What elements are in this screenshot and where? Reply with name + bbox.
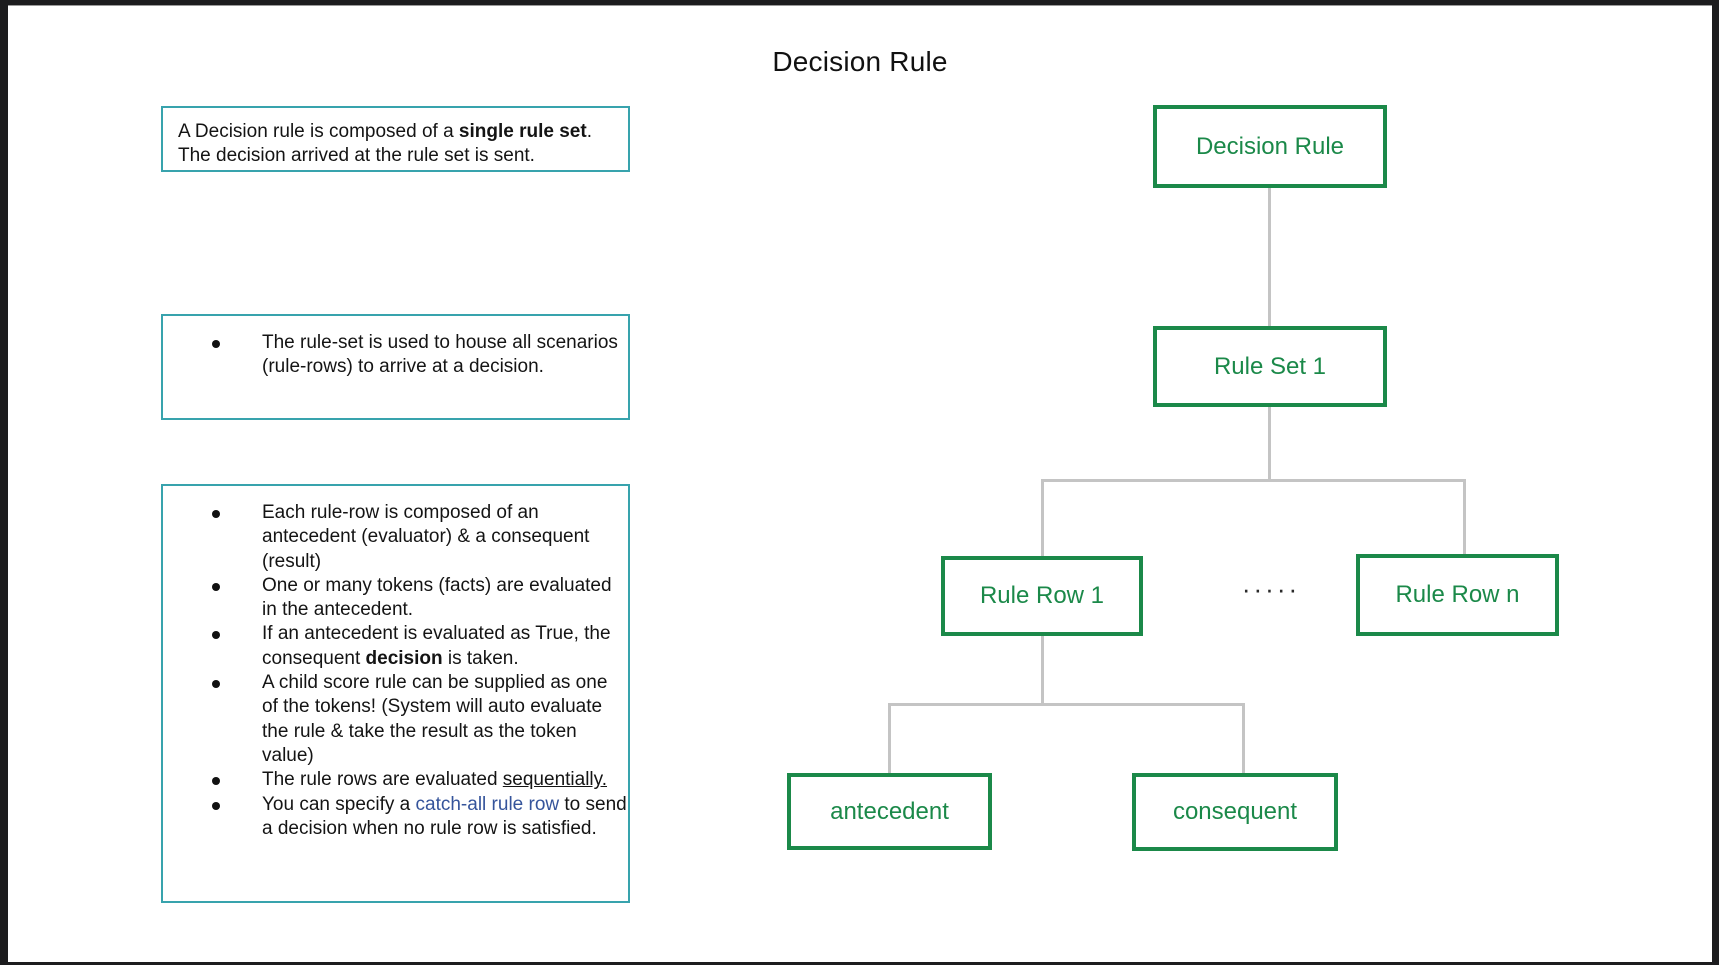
bullet-icon	[163, 331, 262, 355]
text-segment: The rule rows are evaluated	[262, 769, 503, 791]
list-item: The rule rows are evaluated sequentially…	[163, 768, 628, 792]
connector-ruleset-stem	[1268, 407, 1271, 482]
text-segment: A Decision rule is composed of a	[178, 121, 459, 142]
node-label: Rule Set 1	[1213, 352, 1327, 380]
connector-rulerow1-split	[888, 703, 1245, 706]
note-paragraph: A Decision rule is composed of a single …	[178, 120, 608, 169]
list-item: The rule-set is used to house all scenar…	[163, 331, 628, 380]
node-rule-set-1: Rule Set 1	[1153, 326, 1387, 407]
bullet-icon	[163, 768, 262, 792]
list-item-text: A child score rule can be supplied as on…	[262, 671, 628, 768]
list-item-text: The rule rows are evaluated sequentially…	[262, 768, 628, 792]
text-segment: single rule set	[458, 121, 587, 142]
list-item-text: If an antecedent is evaluated as True, t…	[262, 622, 628, 671]
text-segment: If an antecedent is evaluated as True, t…	[262, 623, 611, 669]
text-segment: A child score rule can be supplied as on…	[262, 672, 608, 766]
list-item: You can specify a catch-all rule row to …	[163, 793, 628, 842]
node-label: Decision Rule	[1195, 132, 1345, 160]
node-label: Rule Row 1	[979, 582, 1105, 609]
node-rule-row-n: Rule Row n	[1356, 554, 1559, 636]
text-segment: is taken.	[442, 647, 519, 669]
ellipsis-dots: ·····	[1241, 574, 1301, 604]
node-label: consequent	[1172, 798, 1298, 825]
text-segment: . The decision arrived at the rule set i…	[178, 121, 592, 167]
text-segment: The rule-set is used to house all scenar…	[262, 332, 618, 378]
note-box-rule-set: The rule-set is used to house all scenar…	[161, 314, 630, 420]
list-item: Each rule-row is composed of an antecede…	[163, 501, 628, 574]
text-segment: Each rule-row is composed of an antecede…	[262, 502, 590, 572]
bullet-icon	[163, 574, 262, 598]
text-segment: decision	[365, 647, 443, 669]
list-item-text: Each rule-row is composed of an antecede…	[262, 501, 628, 574]
text-segment: One or many tokens (facts) are evaluated…	[262, 574, 612, 621]
node-consequent: consequent	[1132, 773, 1338, 851]
connector-to-rulerow1	[1041, 479, 1044, 558]
connector-to-rulerown	[1463, 479, 1466, 556]
node-label: Rule Row n	[1395, 581, 1520, 608]
bullet-icon	[163, 622, 262, 646]
node-antecedent: antecedent	[787, 773, 992, 850]
bullet-icon	[163, 501, 262, 525]
catch-all-rule-row-link[interactable]: catch-all rule row	[415, 793, 560, 815]
page-title: Decision Rule	[772, 46, 948, 77]
connector-to-antecedent	[888, 703, 891, 775]
slide-canvas: Decision Rule A Decision rule is compose…	[8, 5, 1712, 962]
list-item-text: You can specify a catch-all rule row to …	[262, 793, 628, 842]
list-item: A child score rule can be supplied as on…	[163, 671, 628, 768]
list-item-text: One or many tokens (facts) are evaluated…	[262, 574, 628, 623]
node-decision-rule: Decision Rule	[1153, 105, 1387, 188]
node-rule-row-1: Rule Row 1	[941, 556, 1143, 636]
connector-rulerow1-stem	[1041, 635, 1044, 705]
bullet-icon	[163, 793, 262, 817]
connector-ruleset-split	[1041, 479, 1466, 482]
note-box-rule-row: Each rule-row is composed of an antecede…	[161, 484, 630, 903]
list-item: If an antecedent is evaluated as True, t…	[163, 622, 628, 671]
connector-to-consequent	[1242, 703, 1245, 775]
list-item: One or many tokens (facts) are evaluated…	[163, 574, 628, 623]
bullet-icon	[163, 671, 262, 695]
text-segment: You can specify a	[262, 793, 416, 815]
text-segment: to send a decision when no rule row is s…	[262, 793, 627, 839]
connector-decision-to-ruleset	[1268, 188, 1271, 328]
note-box-decision-rule: A Decision rule is composed of a single …	[161, 106, 630, 172]
node-label: antecedent	[830, 797, 949, 825]
text-segment: sequentially.	[502, 769, 608, 791]
list-item-text: The rule-set is used to house all scenar…	[262, 331, 628, 380]
